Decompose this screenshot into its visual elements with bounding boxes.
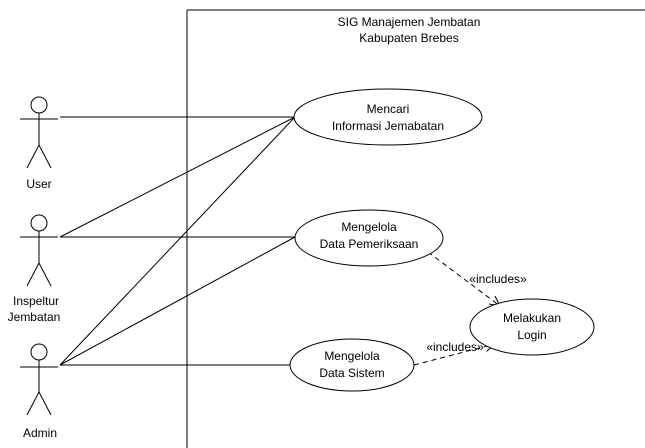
usecase-melakukan-login: Melakukan Login xyxy=(469,298,595,356)
usecase-mengelola-data-sistem: Mengelola Data Sistem xyxy=(289,338,415,392)
usecase-mencari-line1: Mencari xyxy=(367,102,410,116)
actor-inspeltur-label-line1: Inspeltur xyxy=(13,294,59,308)
usecase-login-line2: Login xyxy=(517,328,546,342)
usecase-login-line1: Melakukan xyxy=(503,311,561,325)
includes-label-2: «includes» xyxy=(426,340,484,354)
usecase-sistem-line2: Data Sistem xyxy=(319,366,384,380)
includes-label-1: «includes» xyxy=(469,272,527,286)
usecase-pemeriksaan-line2: Data Pemeriksaan xyxy=(320,237,419,251)
actor-admin-label: Admin xyxy=(23,426,57,440)
actor-user-label: User xyxy=(26,177,51,191)
actor-admin: Admin xyxy=(20,343,58,440)
usecase-mengelola-data-pemeriksaan: Mengelola Data Pemeriksaan xyxy=(294,209,444,267)
usecase-sistem-line1: Mengelola xyxy=(324,349,380,363)
assoc-admin-pemeriksaan xyxy=(59,236,296,366)
system-title-line1: SIG Manajemen Jembatan xyxy=(338,15,481,29)
system-title-line2: Kabupaten Brebes xyxy=(359,31,458,45)
include-pemeriksaan-login xyxy=(427,251,500,306)
actor-user: User xyxy=(20,96,58,191)
include-sistem-login xyxy=(413,344,495,366)
actor-inspeltur-label-line2: Jembatan xyxy=(8,310,61,324)
actor-inspeltur-jembatan: Inspeltur Jembatan xyxy=(8,214,61,324)
associations xyxy=(59,116,296,366)
usecase-pemeriksaan-line1: Mengelola xyxy=(341,220,397,234)
include-relations: «includes» «includes» xyxy=(413,251,527,366)
usecase-mencari-line2: Informasi Jemabatan xyxy=(332,119,444,133)
assoc-inspeltur-mencari xyxy=(59,116,296,238)
system-boundary: SIG Manajemen Jembatan Kabupaten Brebes xyxy=(186,9,645,448)
usecase-mencari-informasi: Mencari Informasi Jemabatan xyxy=(293,88,483,146)
assoc-admin-mencari xyxy=(59,116,296,366)
